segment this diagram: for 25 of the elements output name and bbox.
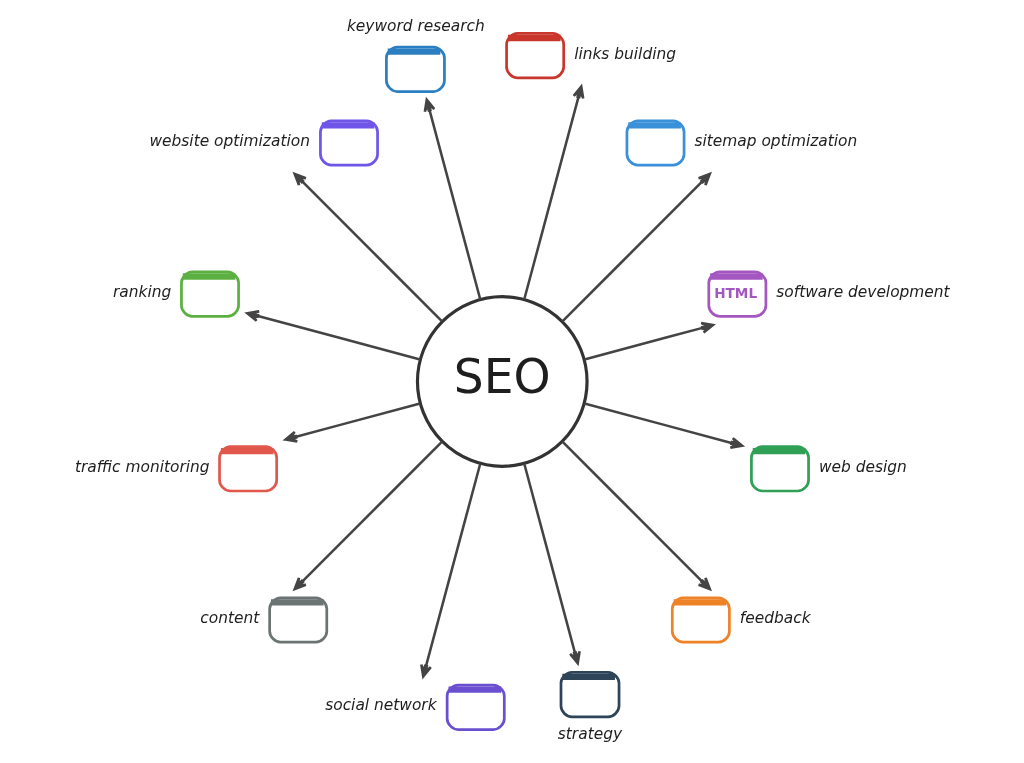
- arrow: [246, 310, 421, 361]
- node-label: keyword research: [346, 16, 485, 35]
- arrow: [561, 172, 712, 323]
- node-label: website optimization: [149, 131, 310, 150]
- node-label: links building: [574, 44, 677, 63]
- node-label: traffic monitoring: [74, 457, 210, 476]
- node-label: web design: [818, 457, 907, 476]
- node-label: content: [200, 608, 260, 627]
- node-label: social network: [325, 696, 437, 715]
- arrow: [523, 85, 585, 300]
- arrow: [284, 402, 421, 443]
- arrow: [423, 98, 482, 300]
- arrow: [561, 440, 712, 591]
- arrow: [584, 321, 715, 361]
- node-circle: SEO: [415, 295, 589, 468]
- node-label: sitemap optimization: [694, 131, 858, 150]
- arrow: [293, 172, 443, 323]
- node-label: feedback: [739, 608, 811, 627]
- arrow: [420, 463, 482, 678]
- arrow: [293, 440, 443, 591]
- node-label: software development: [776, 283, 950, 302]
- arrow: [584, 402, 744, 449]
- arrow: [523, 463, 581, 665]
- node-label: ranking: [112, 283, 172, 302]
- node-label: strategy: [557, 724, 623, 743]
